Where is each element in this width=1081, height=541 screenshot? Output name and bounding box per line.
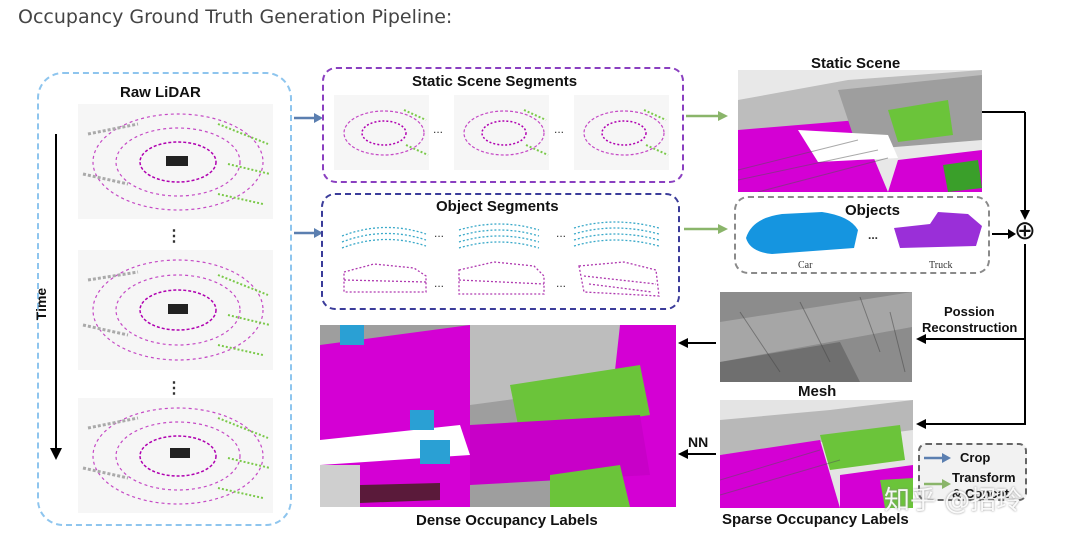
legend-crop: Crop — [960, 450, 991, 465]
static-segment-thumbnails — [334, 95, 669, 170]
dense-occupancy-label: Dense Occupancy Labels — [416, 512, 598, 529]
legend-panel — [918, 443, 1027, 501]
lidar-scan-2 — [78, 250, 273, 370]
static-segments-ellipsis-2: ... — [554, 122, 565, 136]
truck-label: Truck — [929, 260, 953, 271]
raw-lidar-ellipsis-1: ⋮ — [166, 228, 182, 245]
object-segments-ellipsis-1: ... — [434, 226, 445, 240]
truck-object — [894, 212, 982, 248]
dense-occupancy-image — [320, 325, 676, 507]
possion-line2: Reconstruction — [922, 320, 1018, 335]
arrow-raw-to-objects — [294, 228, 323, 238]
sparse-occupancy-image — [720, 400, 913, 508]
legend-green-arrow-icon — [924, 479, 951, 489]
static-segments-panel — [322, 67, 684, 183]
object-segments-ellipsis-3: ... — [434, 276, 445, 290]
lidar-scan-1 — [78, 104, 273, 219]
legend-transform: Transform — [952, 470, 1016, 485]
mesh-image — [720, 292, 912, 382]
legend-concat: & Concat — [952, 486, 1010, 501]
static-scene-label: Static Scene — [811, 55, 901, 72]
car-label: Car — [798, 260, 813, 271]
merge-connectors — [982, 111, 1030, 424]
object-segments-panel — [321, 193, 680, 310]
car-object — [746, 212, 858, 254]
arrow-raw-to-static — [294, 113, 323, 123]
raw-lidar-label: Raw LiDAR — [120, 84, 201, 101]
time-axis-arrow — [50, 134, 62, 460]
objects-ellipsis: ... — [868, 228, 879, 242]
plus-operator: ⊕ — [1014, 216, 1036, 246]
static-segments-ellipsis-1: ... — [433, 122, 444, 136]
arrow-to-sparse — [916, 419, 1026, 429]
lidar-scan-3 — [78, 398, 273, 513]
raw-lidar-ellipsis-2: ⋮ — [166, 380, 182, 397]
arrow-mesh-to-dense — [678, 338, 716, 348]
object-segment-thumbnails — [341, 221, 660, 297]
object-segments-label: Object Segments — [436, 198, 559, 215]
page-title: Occupancy Ground Truth Generation Pipeli… — [18, 6, 453, 28]
arrow-objects-to-objects — [684, 224, 728, 234]
legend-blue-arrow-icon — [924, 453, 951, 463]
objects-label: Objects — [845, 202, 901, 219]
time-label: Time — [33, 287, 50, 321]
raw-lidar-panel — [37, 72, 292, 526]
mesh-label: Mesh — [798, 383, 837, 400]
object-segments-ellipsis-2: ... — [556, 226, 567, 240]
watermark: 知乎 @招玲 — [884, 486, 1023, 516]
static-scene-image — [738, 70, 982, 192]
arrow-to-mesh — [916, 334, 1026, 344]
static-segments-label: Static Scene Segments — [412, 73, 578, 90]
arrow-sparse-to-dense — [678, 449, 716, 459]
arrow-static-to-scene — [686, 111, 728, 121]
nn-label: NN — [688, 434, 709, 450]
sparse-occupancy-label: Sparse Occupancy Labels — [722, 511, 909, 528]
possion-line1: Possion — [944, 304, 995, 319]
object-segments-ellipsis-4: ... — [556, 276, 567, 290]
objects-panel — [734, 196, 990, 274]
